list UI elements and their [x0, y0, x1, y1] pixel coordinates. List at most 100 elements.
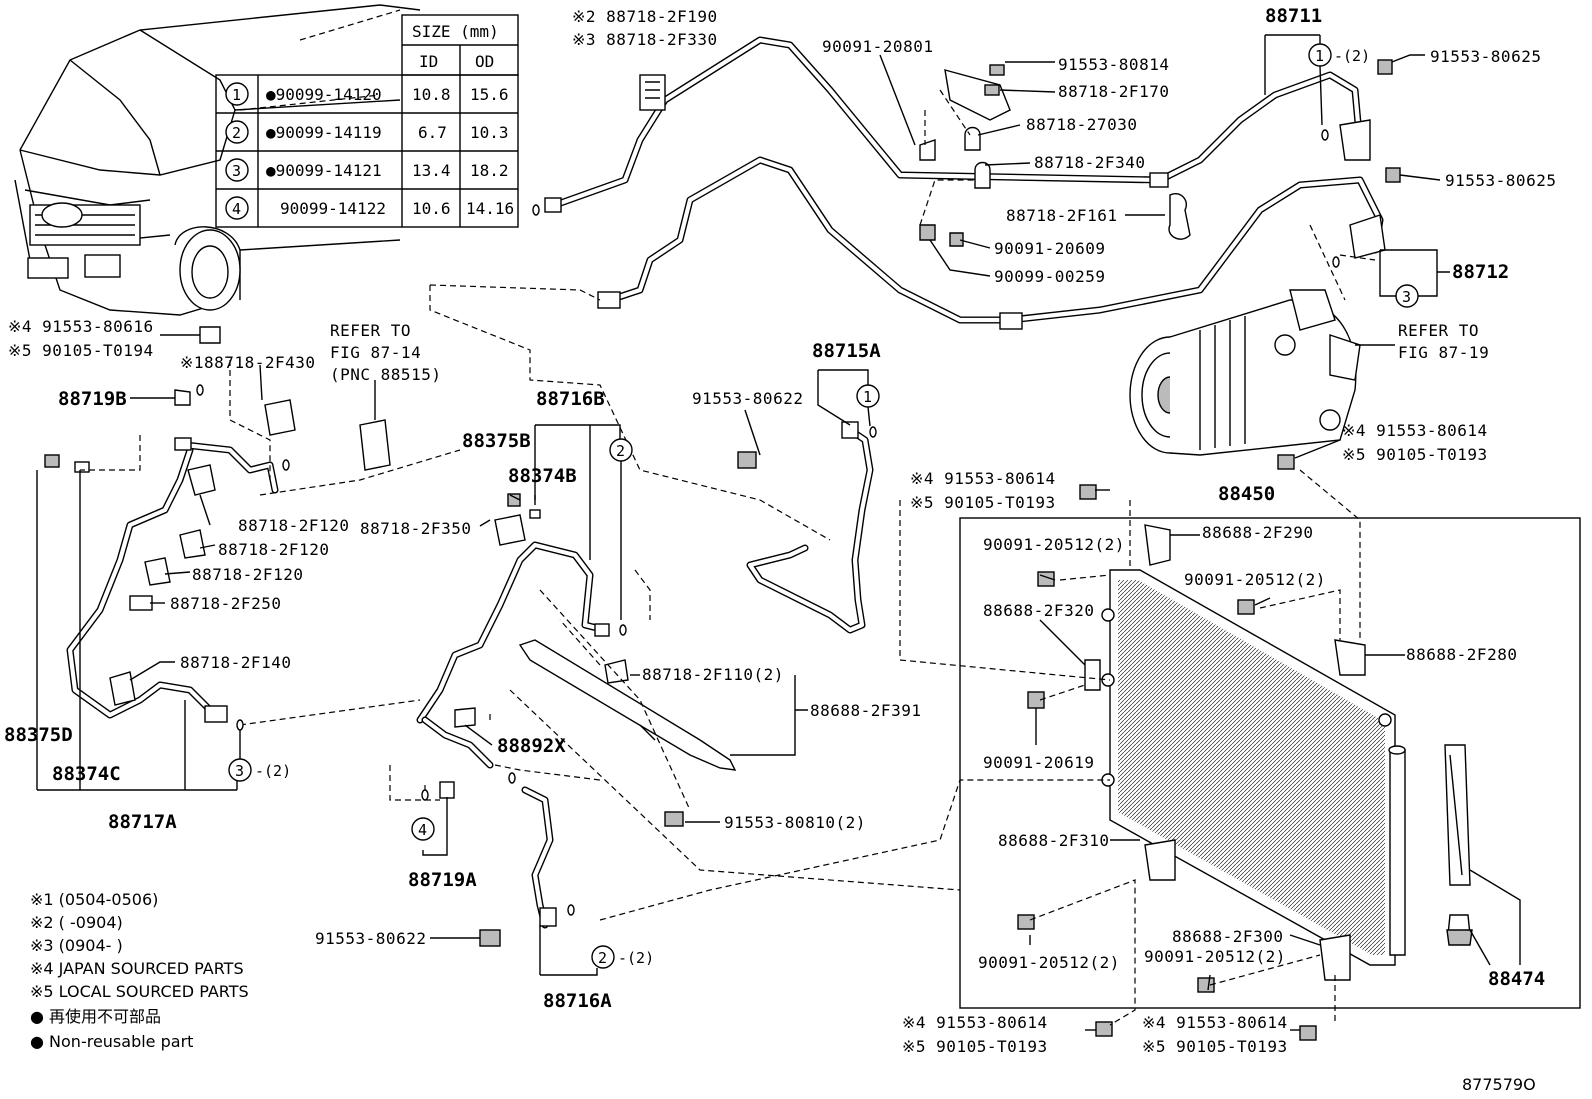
footnote-3: ※3 (0904- )	[30, 936, 123, 955]
label-88718-2f430: ※188718-2F430	[180, 353, 316, 372]
pipe-fitting	[1149, 172, 1169, 188]
size-table-row-id: 13.4	[412, 161, 451, 180]
clamp-88718-2f120	[187, 464, 216, 496]
label-88719b: 88719B	[58, 388, 127, 410]
label-91553-80622-a: 91553-80622	[692, 389, 803, 408]
label-88688-2f290: 88688-2F290	[1202, 523, 1313, 542]
callout-ring-3: 3	[228, 730, 252, 782]
label-90105-t0194: ※5 90105-T0194	[8, 341, 154, 360]
label-88688-2f300: 88688-2F300	[1172, 927, 1283, 946]
label-88718-2f110: 88718-2F110(2)	[642, 665, 784, 684]
label-90105-t0193-d: ※5 90105-T0193	[1142, 1037, 1288, 1056]
label-88717a: 88717A	[108, 811, 177, 833]
label-88688-2f280: 88688-2F280	[1406, 645, 1517, 664]
size-table-row-no: 1	[232, 86, 241, 104]
bracket-88688-2f310	[1144, 839, 1176, 881]
bolt-91553-80614	[1299, 1025, 1317, 1041]
support-bar-88688-2f391	[518, 639, 737, 827]
size-table-row-part: ●90099-14120	[266, 85, 382, 104]
pipe-88712	[606, 156, 1384, 324]
bolt-91553-80625	[1377, 59, 1393, 75]
svg-text:2: 2	[598, 949, 607, 967]
valve-cap-88375b	[507, 493, 521, 507]
footnotes: ※1 (0504-0506) ※2 ( -0904) ※3 (0904- ) ※…	[30, 890, 249, 1051]
label-88374c: 88374C	[52, 763, 121, 785]
callout-ring-4: 4	[411, 817, 435, 841]
label-91553-80810: 91553-80810(2)	[724, 813, 866, 832]
size-table-row-part: 90099-14122	[280, 199, 386, 218]
pipe-88716b-lower	[416, 541, 609, 769]
label-91553-80625-a: 91553-80625	[1430, 47, 1541, 66]
size-table-row-id: 6.7	[418, 123, 447, 142]
size-table-row-od: 15.6	[470, 85, 509, 104]
label-90091-20512-b: 90091-20512(2)	[1184, 570, 1326, 589]
size-table-row-od: 14.16	[466, 199, 514, 218]
label-91553-80614-c: ※4 91553-80614	[902, 1013, 1048, 1032]
vehicle-illustration	[14, 4, 421, 316]
leader-lines	[36, 34, 1521, 1031]
bolt-91553-80622	[479, 929, 501, 947]
dashed-leaders	[80, 89, 1376, 1026]
label-91553-80616: ※4 91553-80616	[8, 317, 154, 336]
label-88715a: 88715A	[812, 340, 881, 362]
svg-text:3: 3	[1402, 288, 1411, 306]
size-table-row-od: 18.2	[470, 161, 509, 180]
compressor	[1129, 289, 1361, 456]
label-88374b: 88374B	[508, 465, 577, 487]
size-table-row: 4 90099-14122 10.6 14.16	[225, 196, 514, 220]
callout-ring-1: 1	[1308, 43, 1332, 126]
valve-88719a	[439, 781, 455, 799]
svg-text:3: 3	[235, 762, 244, 780]
label-88718-2f190: ※2 88718-2F190	[572, 7, 718, 26]
label-91553-80614-a: ※4 91553-80614	[910, 469, 1056, 488]
bolt-90091-20512	[1237, 599, 1255, 615]
label-90091-20609: 90091-20609	[994, 239, 1105, 258]
label-88718-2f120-a: 88718-2F120	[238, 516, 349, 535]
label-88718-2f170: 88718-2F170	[1058, 82, 1169, 101]
label-88716b: 88716B	[536, 388, 605, 410]
label-90105-t0193-b: ※5 90105-T0193	[1342, 445, 1488, 464]
label-refer-fig-87-14-line2: FIG 87-14	[330, 343, 421, 362]
size-table-row-no: 2	[232, 124, 241, 142]
pipe-fitting	[597, 291, 621, 309]
bracket-88688-2f280	[1334, 639, 1366, 676]
label-88688-2f320: 88688-2F320	[983, 601, 1094, 620]
bolt-91553-80625	[1385, 167, 1401, 183]
callout-ring-1: 1	[856, 384, 880, 427]
size-table-row-no: 3	[232, 162, 241, 180]
label-refer-fig-87-19-line1: REFER TO	[1398, 321, 1479, 340]
footnote-non-reusable-jp: ● 再使用不可部品	[30, 1007, 161, 1026]
condenser-88450	[1101, 569, 1406, 966]
callout-88716a-ring-qty: -(2)	[618, 949, 654, 967]
pipe-fitting	[1339, 119, 1371, 161]
label-90091-20801: 90091-20801	[822, 37, 933, 56]
label-88712: 88712	[1452, 261, 1509, 283]
valve-cap-88375d	[44, 454, 60, 468]
size-table-row-od: 10.3	[470, 123, 509, 142]
pipe-88716a	[521, 786, 554, 929]
footnote-5: ※5 LOCAL SOURCED PARTS	[30, 982, 249, 1001]
label-88718-2f340: 88718-2F340	[1034, 153, 1145, 172]
label-88719a: 88719A	[408, 869, 477, 891]
bolt-91553-80616	[199, 326, 221, 344]
clamp-88718-2f250	[129, 595, 153, 611]
size-table-title: SIZE (mm)	[412, 22, 499, 41]
valve-88719b	[174, 389, 191, 406]
label-refer-fig-87-14-line1: REFER TO	[330, 321, 411, 340]
size-table-row: 3 ●90099-14121 13.4 18.2	[225, 158, 509, 182]
label-88718-2f120-b: 88718-2F120	[218, 540, 329, 559]
bolt-91553-80614	[1277, 454, 1295, 470]
label-90105-t0193-a: ※5 90105-T0193	[910, 493, 1056, 512]
pipe-fitting	[999, 312, 1023, 330]
label-88375d: 88375D	[4, 724, 73, 746]
label-88718-2f350: 88718-2F350	[360, 519, 471, 538]
footnote-1: ※1 (0504-0506)	[30, 890, 158, 909]
figure-id: 877579O	[1462, 1075, 1536, 1094]
label-90091-20512-a: 90091-20512(2)	[983, 535, 1125, 554]
label-90099-00259: 90099-00259	[994, 267, 1105, 286]
size-table-header-id: ID	[419, 52, 438, 71]
bolt-90091-20512	[1017, 914, 1035, 930]
svg-text:4: 4	[418, 821, 427, 839]
label-88711: 88711	[1265, 5, 1322, 27]
